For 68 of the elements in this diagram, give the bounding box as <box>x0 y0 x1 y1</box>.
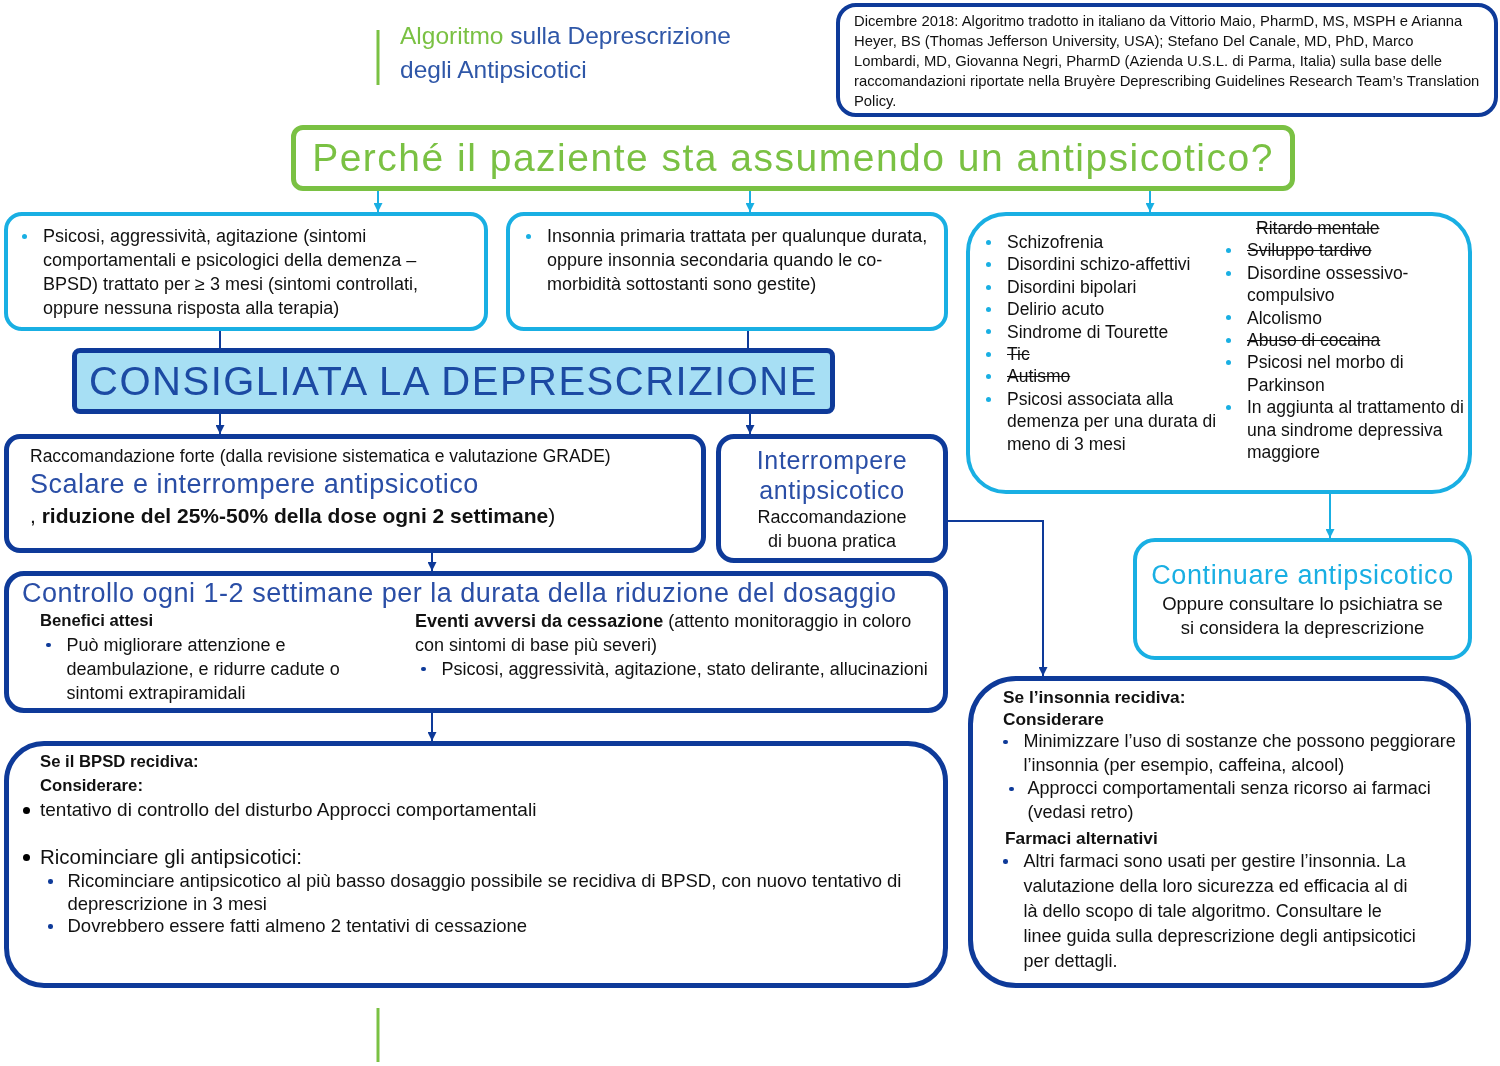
credits-text: Dicembre 2018: Algoritmo tradotto in italiano da Vittorio Maio, PharmD, MS, MSPH e Arianna Heyer, BS (Thomas Jefferson University, USA); Stefano Del Canale, MD, PhD, Marco Lombardi, MD, Giovanna Negri, PharmD (Azienda U.S.L. di Parma, Italia) sulla base delle raccomandazioni riportate nella Bruyère Deprescribing Guidelines Research Team’s Translation Policy. <box>854 12 1481 111</box>
list-item: In aggiunta al trattamento di una sindrome depressiva maggiore <box>1247 396 1465 464</box>
list-item: Può migliorare attenzione e deambulazione, e ridurre cadute o sintomi extrapiramidali <box>66 634 341 705</box>
struck-list-item: Autismo <box>1007 365 1071 388</box>
list-item: Ricominciare gli antipsicotici: <box>40 844 303 870</box>
section-label: Benefici attesi <box>40 610 155 632</box>
criteria-box <box>4 212 488 331</box>
struck-list-item: Ritardo mentale <box>1256 217 1380 240</box>
list-item: Psicosi nel morbo di Parkinson <box>1247 351 1405 397</box>
struck-list-item: Abuso di cocaina <box>1247 329 1381 352</box>
arrow <box>947 520 1048 677</box>
section-label: Se l’insonnia recidiva: <box>1003 686 1187 708</box>
action-box <box>4 434 706 553</box>
connector-line <box>747 330 749 349</box>
struck-list-item: Sviluppo tardivo <box>1247 239 1372 262</box>
action-box <box>1133 538 1472 660</box>
list-item: Disordine ossessivo-compulsivo <box>1247 261 1410 307</box>
section-label: Considerare <box>1003 708 1105 730</box>
list-item: Minimizzare l’uso di sostanze che possono peggiorare l’insonnia (per esempio, caffeina, alcool) <box>1023 730 1457 777</box>
box-text: Eventi avversi da cessazione (attento monitoraggio in coloro con sintomi di base più severi) <box>415 610 913 657</box>
grade-text: Raccomandazione forte (dalla revisione sistematica e valutazione GRADE) <box>30 445 612 468</box>
follow-up-box <box>968 676 1471 988</box>
arrow <box>427 712 437 742</box>
criteria-box <box>506 212 948 331</box>
list-item: Alcolismo <box>1247 306 1322 330</box>
list-item: Disordini schizo-affettivi <box>1007 253 1191 276</box>
action-heading: Interrompere antipsicotico <box>755 444 909 505</box>
arrow <box>745 190 755 213</box>
monitoring-box <box>4 571 948 713</box>
action-heading: Continuare antipsicotico <box>1150 559 1455 592</box>
follow-up-box <box>4 741 948 988</box>
list-item: Schizofrenia <box>1007 231 1104 254</box>
action-box <box>716 434 948 563</box>
arrow <box>1145 190 1155 213</box>
info-box <box>836 3 1498 117</box>
box-text: Raccomandazione di buona pratica <box>756 505 908 553</box>
section-label: Considerare: <box>40 775 144 797</box>
list-item: Delirio acuto <box>1007 298 1105 321</box>
diagram-title: Algoritmo sulla Deprescrizione degli Antipsicotici <box>400 21 732 85</box>
box-text: Oppure consultare lo psichiatra se si considera la deprescrizione <box>1161 592 1444 640</box>
list-item: Ricominciare antipsicotico al più basso dosaggio possibile se recidiva di BPSD, con nuovo tentativo di deprescrizione in 3 mesi <box>67 870 903 915</box>
list-item: Insonnia primaria trattata per qualunque durata, oppure insonnia secondaria quando le co-morbidità sottostanti sono gestite) <box>547 225 929 296</box>
list-item: Disordini bipolari <box>1007 275 1137 299</box>
criteria-box <box>966 212 1472 494</box>
arrow <box>373 190 383 213</box>
arrow <box>215 413 225 435</box>
dose-text: , riduzione del 25%-50% della dose ogni 2 settimane) <box>30 503 557 529</box>
list-item: Altri farmaci sono usati per gestire l’insonnia. La valutazione della loro sicurezza ed efficacia al di là dello scopo di tale algoritmo. Consultare le linee guida sulla deprescrizione degli antipsicotici per dettagli. <box>1023 850 1417 973</box>
list-item: Sindrome di Tourette <box>1007 320 1169 344</box>
connector-line <box>219 330 221 349</box>
recommendation-banner <box>72 348 835 414</box>
struck-list-item: Tic <box>1007 343 1030 366</box>
question-box <box>291 125 1295 191</box>
arrow <box>427 552 437 572</box>
list-item: Psicosi, aggressività, agitazione, stato delirante, allucinazioni <box>441 658 928 681</box>
question-heading: Perché il paziente sta assumendo un antipsicotico? <box>311 135 1275 181</box>
section-label: Se il BPSD recidiva: <box>40 751 200 773</box>
list-item: Psicosi, aggressività, agitazione (sintomi comportamentali e psicologici della demenza – BPSD) trattato per ≥ 3 mesi (sintomi controllati, oppure nessuna risposta alla terapia) <box>43 225 419 320</box>
list-item: Psicosi associata alla demenza per una durata di meno di 3 mesi <box>1007 387 1218 456</box>
arrow <box>1325 493 1335 539</box>
action-heading: Scalare e interrompere antipsicotico <box>30 468 480 501</box>
list-item: Dovrebbero essere fatti almeno 2 tentativi di cessazione <box>67 915 528 938</box>
recommendation-heading: CONSIGLIATA LA DEPRESCRIZIONE <box>88 358 819 405</box>
monitoring-heading: Controllo ogni 1-2 settimane per la durata della riduzione del dosaggio <box>22 577 898 609</box>
list-item: tentativo di controllo del disturbo Approcci comportamentali <box>40 798 537 822</box>
arrow <box>745 413 755 435</box>
section-label: Farmaci alternativi <box>1005 827 1159 849</box>
list-item: Approcci comportamentali senza ricorso ai farmaci (vedasi retro) <box>1027 777 1432 824</box>
